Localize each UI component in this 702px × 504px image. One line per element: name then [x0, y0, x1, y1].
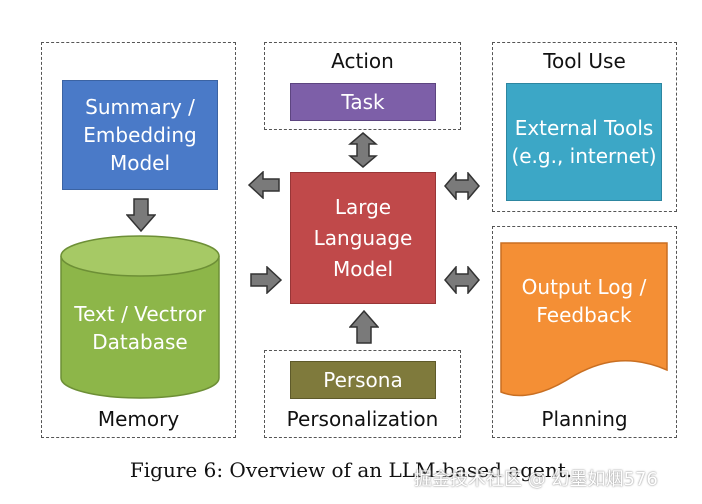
database-cylinder	[60, 235, 220, 399]
vertical-double-arrow-icon	[348, 132, 378, 168]
watermark: 掘金技术社区 @ 幻墨如烟576	[414, 469, 658, 490]
planning-label: Planning	[541, 407, 628, 431]
horizontal-double-arrow-icon	[444, 266, 480, 294]
down-arrow-icon	[126, 198, 156, 232]
output-log-feedback-label: Output Log / Feedback	[521, 275, 647, 327]
left-arrow-icon	[248, 171, 280, 199]
task-box: Task	[290, 83, 436, 121]
memory-label: Memory	[97, 407, 180, 431]
up-arrow-icon	[349, 310, 379, 344]
action-label: Action	[331, 49, 394, 73]
right-arrow-icon	[250, 266, 282, 294]
tool-use-group: Tool Use	[492, 42, 677, 212]
figure-caption: Figure 6: Overview of an LLM-based agent…	[129, 458, 573, 482]
persona-box: Persona	[290, 361, 436, 399]
personalization-group: Personalization	[264, 350, 461, 438]
large-language-model-box: Large Language Model	[290, 172, 436, 304]
memory-group: Memory	[41, 42, 236, 438]
personalization-label: Personalization	[286, 407, 439, 431]
text-vector-database-label: Text / Vectror Database	[74, 302, 206, 354]
planning-group: Planning	[492, 226, 677, 438]
horizontal-double-arrow-icon	[444, 172, 480, 200]
output-log-document-shape	[500, 242, 668, 397]
summary-embedding-model-box: Summary / Embedding Model	[62, 80, 218, 190]
external-tools-box: External Tools (e.g., internet)	[506, 83, 662, 201]
action-group: Action	[264, 42, 461, 130]
tool-use-label: Tool Use	[543, 49, 626, 73]
